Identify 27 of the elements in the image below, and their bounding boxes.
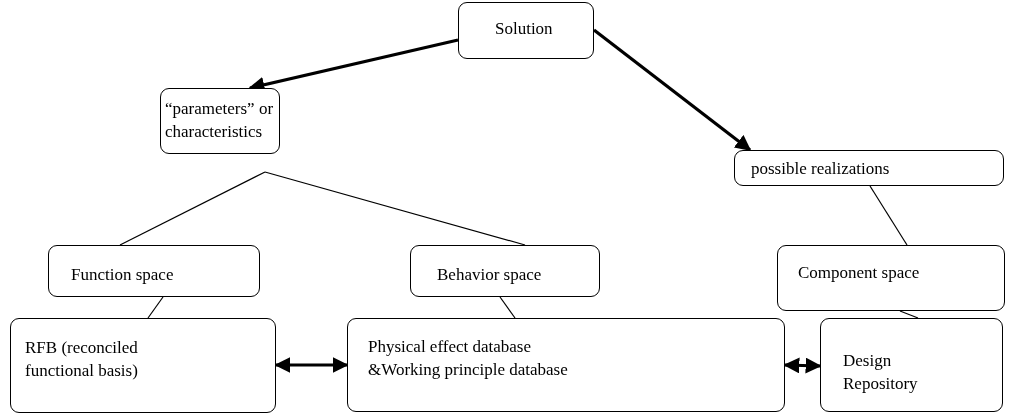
rounded-box [48,245,260,297]
rounded-box [820,318,1003,412]
node-label: Solution [495,18,554,40]
connector-line [869,185,908,246]
node-label: Design Repository [843,350,919,395]
rounded-box [458,2,594,59]
rounded-box [160,88,280,154]
connector-line [264,171,526,246]
node-label: Component space [798,262,921,284]
rounded-box [347,318,785,412]
connector-line [899,310,919,319]
node-label: Behavior space [437,264,543,286]
connector-line [499,296,516,319]
arrow [274,357,349,373]
rounded-box [777,245,1005,311]
rounded-box [410,245,600,297]
node-label: possible realizations [751,158,891,180]
arrow [783,357,822,374]
node-label: RFB (reconciled functional basis) [25,337,139,382]
node-label: Function space [71,264,175,286]
rounded-box [10,318,276,413]
arrow [593,28,752,152]
connector-line [119,171,266,246]
node-label: “parameters” or characteristics [165,98,275,143]
rounded-box [734,150,1004,186]
node-label: Physical effect database &Working principle database [368,336,569,381]
connector-line [147,296,164,319]
